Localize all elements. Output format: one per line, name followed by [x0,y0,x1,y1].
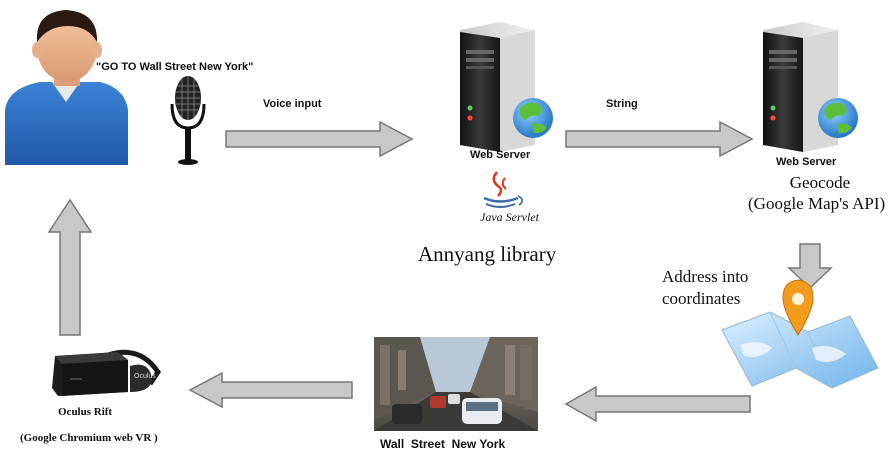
voice-command-quote: "GO TO Wall Street New York" [96,61,254,73]
chromium-vr-label: (Google Chromium web VR ) [20,432,158,444]
geocode-label: Geocode [789,173,851,192]
annyang-library-label: Annyang library [418,242,557,266]
web-server-1-icon [460,22,553,152]
arrow-voice-input [225,120,414,158]
web-server-2-label: Web Server [776,156,837,168]
arrow-up-to-user [47,198,93,336]
arrow-string [565,120,754,158]
map-pin-icon [721,279,879,389]
google-maps-api-label: (Google Map's API) [748,194,886,213]
arrow-to-oculus [188,371,353,409]
coordinates-label: coordinates [662,289,741,308]
voice-input-label: Voice input [263,98,322,110]
java-logo-icon [483,171,524,208]
java-servlet-label: Java Servlet [480,210,539,224]
oculus-logo-text: Oculus [134,373,156,380]
oculus-rift-label: Oculus Rift [58,406,113,418]
arrow-to-street [564,385,751,423]
microphone-icon [170,76,206,165]
string-label: String [606,98,638,110]
arrow-down-geocode [787,243,833,290]
oculus-rift-headset-icon [52,349,162,396]
user-avatar-icon [5,10,128,165]
address-into-label: Address into [662,267,749,286]
web-server-1-label: Web Server [470,149,531,161]
wall-street-photo [374,337,538,431]
wall-street-label: Wall Street New York [380,437,506,451]
web-server-2-icon [763,22,858,152]
